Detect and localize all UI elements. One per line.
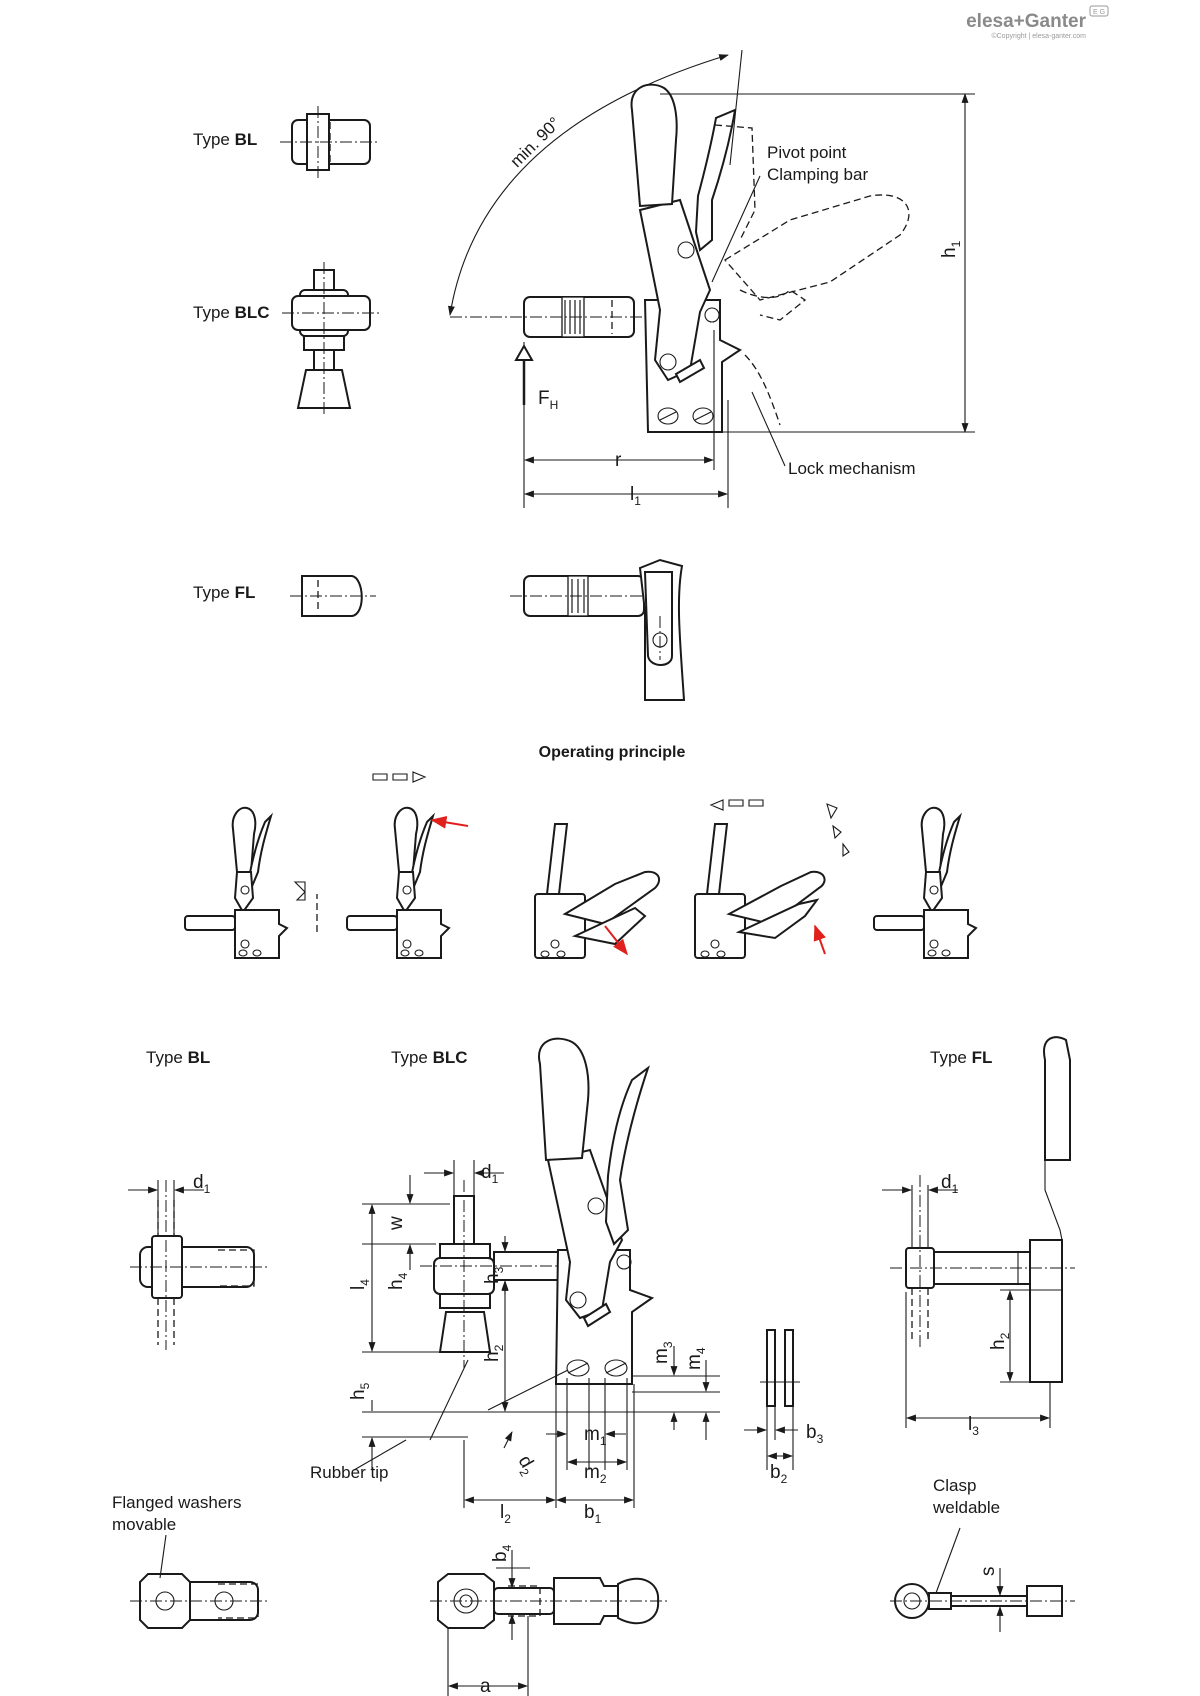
dim-l2: l2: [500, 1502, 511, 1526]
dim-b2: b2: [770, 1462, 788, 1486]
dim-h2-fl: h2: [988, 1332, 1012, 1350]
detail-blc-clamp: [353, 1037, 720, 1508]
op-step-2: [293, 771, 469, 959]
op-step-4: [694, 799, 850, 959]
detail-type-label-fl: Type FL: [930, 1048, 992, 1067]
brand-logo: elesa+Ganter E G ©Copyright | elesa-gant…: [966, 5, 1109, 40]
flanged-washers-label-2: movable: [112, 1515, 176, 1534]
brand-badge: E G: [1093, 9, 1105, 16]
dim-b1: b1: [584, 1502, 602, 1526]
dim-h5: h5: [348, 1382, 372, 1400]
topview-bl: [130, 1534, 270, 1629]
overview-spindle-blc: [282, 262, 380, 414]
dim-h1: h1: [939, 240, 963, 258]
angle-label: min. 90°: [507, 113, 565, 171]
force-label: FH: [538, 388, 558, 412]
svg-text:elesa+Ganter: elesa+Ganter: [966, 11, 1086, 32]
overview-type-label-bl: Type BL: [193, 130, 257, 149]
clasp-label-2: weldable: [932, 1498, 1000, 1517]
dim-m4: m4: [684, 1347, 708, 1370]
dim-h3: h3: [482, 1266, 506, 1284]
dim-d2: d2: [511, 1452, 541, 1479]
overview-type-label-fl: Type FL: [193, 583, 255, 602]
dim-d1-bl: d1: [193, 1172, 211, 1196]
detail-type-label-bl: Type BL: [146, 1048, 210, 1067]
dim-h4: h4: [386, 1272, 410, 1290]
overview-type-label-blc: Type BLC: [193, 303, 270, 322]
dim-b4: b4: [490, 1544, 514, 1562]
dim-m1: m1: [584, 1424, 607, 1448]
section-b2-b3: [744, 1329, 800, 1470]
overview-spindle-bl: [280, 106, 380, 178]
topview-blc: [430, 1550, 670, 1696]
dim-l1: l1: [630, 484, 641, 508]
op-step-3: [534, 823, 661, 959]
clamping-bar-label: Clamping bar: [767, 165, 868, 184]
main-clamp-closed: [448, 49, 975, 508]
lock-mechanism-label: Lock mechanism: [788, 459, 916, 478]
dim-a: a: [480, 1676, 491, 1696]
dim-m3: m3: [651, 1341, 675, 1364]
overview-spindle-fl: [290, 575, 376, 617]
dim-b3: b3: [806, 1422, 824, 1446]
clasp-label-1: Clasp: [933, 1476, 976, 1495]
rubber-tip-label: Rubber tip: [310, 1463, 388, 1482]
operating-principle-title: Operating principle: [539, 744, 686, 761]
flanged-washers-label-1: Flanged washers: [112, 1493, 241, 1512]
dim-s: s: [978, 1567, 999, 1577]
op-step-1: [184, 806, 288, 959]
dim-r: r: [615, 450, 622, 471]
fl-partial-view: [510, 558, 686, 701]
dim-l3: l3: [968, 1414, 979, 1438]
copyright-text: ©Copyright | elesa-ganter.com: [991, 32, 1086, 40]
detail-bl-view: [128, 1180, 270, 1350]
detail-type-label-blc: Type BLC: [391, 1048, 468, 1067]
detail-fl-view: [882, 1036, 1075, 1428]
topview-fl: [890, 1527, 1075, 1632]
dim-h2-blc: h2: [482, 1344, 506, 1362]
pivot-point-label: Pivot point: [767, 143, 847, 162]
dim-m2: m2: [584, 1462, 607, 1486]
dim-d1-blc: d1: [481, 1162, 499, 1186]
dim-l4: l4: [348, 1279, 372, 1290]
dim-d1-fl: d1: [941, 1172, 959, 1196]
dim-w: w: [386, 1216, 407, 1231]
op-step-5: [873, 806, 977, 959]
